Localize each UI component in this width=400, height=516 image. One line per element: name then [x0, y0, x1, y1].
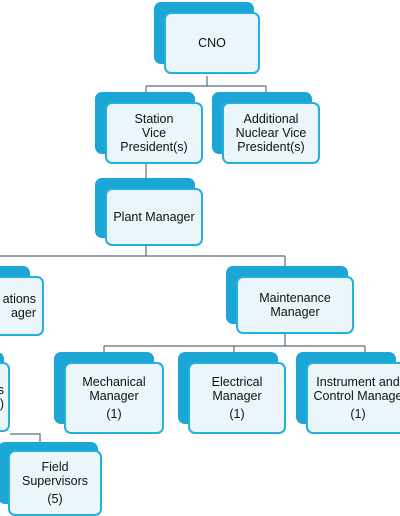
node-label-line: President(s)	[120, 140, 188, 154]
node-label-line: CNO	[198, 36, 226, 50]
connector-cno-to-vps	[145, 76, 267, 94]
node-label-line: (1)	[106, 407, 122, 421]
node-label-line: (5)	[47, 492, 63, 506]
node-label-line: Mechanical	[82, 375, 146, 389]
node-box: Electrical Manager (1)	[188, 362, 286, 434]
node-label-line: (1)	[229, 407, 245, 421]
node-box: Station Vice President(s)	[105, 102, 203, 164]
node-label-line: Plant Manager	[113, 210, 195, 224]
node-box: Additional Nuclear Vice President(s)	[222, 102, 320, 164]
node-label-line: Nuclear Vice	[235, 126, 307, 140]
node-label-line: (1)	[350, 407, 366, 421]
connector-maintenance-to-crafts	[103, 334, 366, 354]
connector-shift-to-field	[10, 433, 41, 442]
node-label-line: Manager	[212, 389, 262, 403]
node-box: ations ager	[0, 276, 44, 336]
node-label-line: Maintenance	[259, 291, 331, 305]
node-box: CNO	[164, 12, 260, 74]
node-box: Maintenance Manager	[236, 276, 354, 334]
node-label-line: Vice	[141, 126, 167, 140]
node-box: Instrument and Control Manage (1)	[306, 362, 400, 434]
node-label-line: Manager	[89, 389, 139, 403]
node-label-line: Instrument and	[316, 375, 400, 389]
node-label-line: Station	[134, 112, 174, 126]
node-label-line: )	[0, 397, 4, 411]
node-label-line: Electrical	[211, 375, 263, 389]
node-label-line: ager	[10, 306, 36, 320]
node-label-line: Manager	[270, 305, 320, 319]
node-label-line: ations	[2, 292, 36, 306]
node-box: Mechanical Manager (1)	[64, 362, 164, 434]
connector-plant-to-managers	[0, 244, 286, 268]
node-box: Field Supervisors (5)	[8, 450, 102, 516]
node-label-line: Control Manage	[313, 389, 400, 403]
node-label-line: President(s)	[237, 140, 305, 154]
node-label-line: Additional	[243, 112, 299, 126]
node-box: Plant Manager	[105, 188, 203, 246]
node-label-line: Field	[41, 460, 69, 474]
node-label-line: Supervisors	[22, 474, 88, 488]
